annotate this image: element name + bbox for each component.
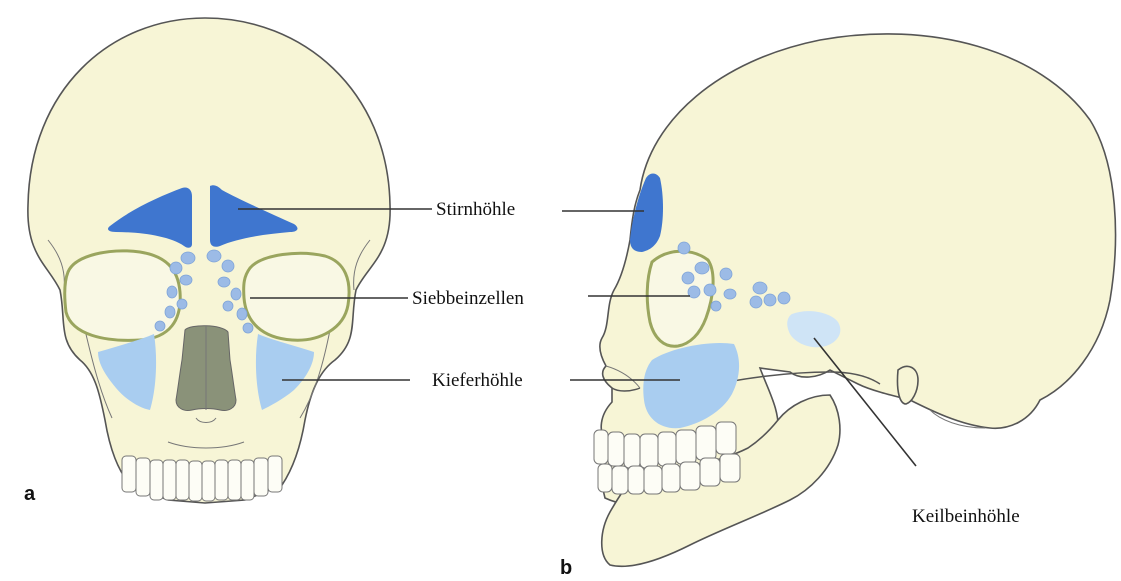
panel-letter-b: b [560, 557, 572, 579]
skull-front-view [28, 18, 390, 503]
panel-letter-a: a [24, 483, 36, 505]
label-sphenoid-sinus: Keilbeinhöhle [912, 506, 1020, 527]
label-frontal-sinus: Stirnhöhle [436, 199, 515, 220]
label-ethmoid-cells: Siebbeinzellen [412, 288, 524, 309]
label-maxillary-sinus: Kieferhöhle [432, 370, 523, 391]
right-orbit [244, 253, 349, 340]
skull-side-view [594, 34, 1115, 566]
